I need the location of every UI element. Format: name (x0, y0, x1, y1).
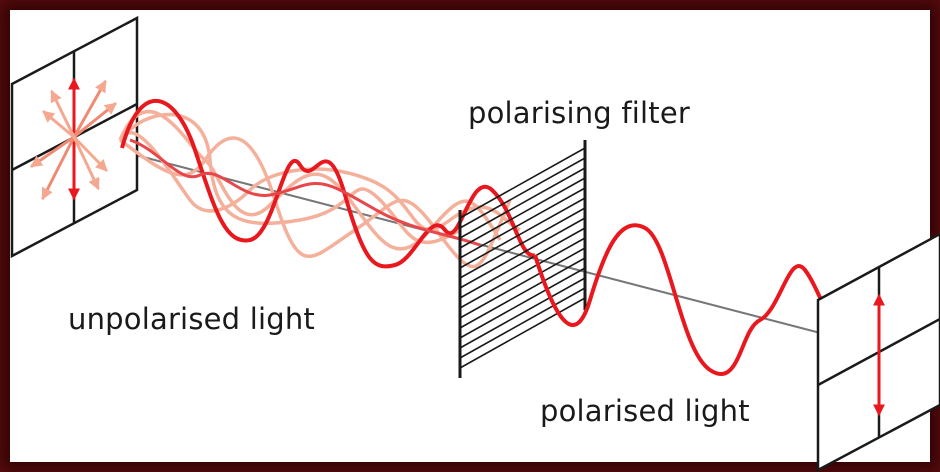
polarising-filter (458, 140, 587, 378)
unpolarised-label: unpolarised light (68, 302, 315, 336)
horizontal-wave (129, 138, 481, 247)
unpolarised-arrows (30, 77, 117, 201)
filter-label: polarising filter (468, 96, 690, 130)
polarised-wave (533, 223, 850, 376)
unpolarised-wave (120, 99, 536, 269)
polarised-label: polarised light (540, 394, 750, 428)
diagram-canvas (10, 10, 930, 462)
